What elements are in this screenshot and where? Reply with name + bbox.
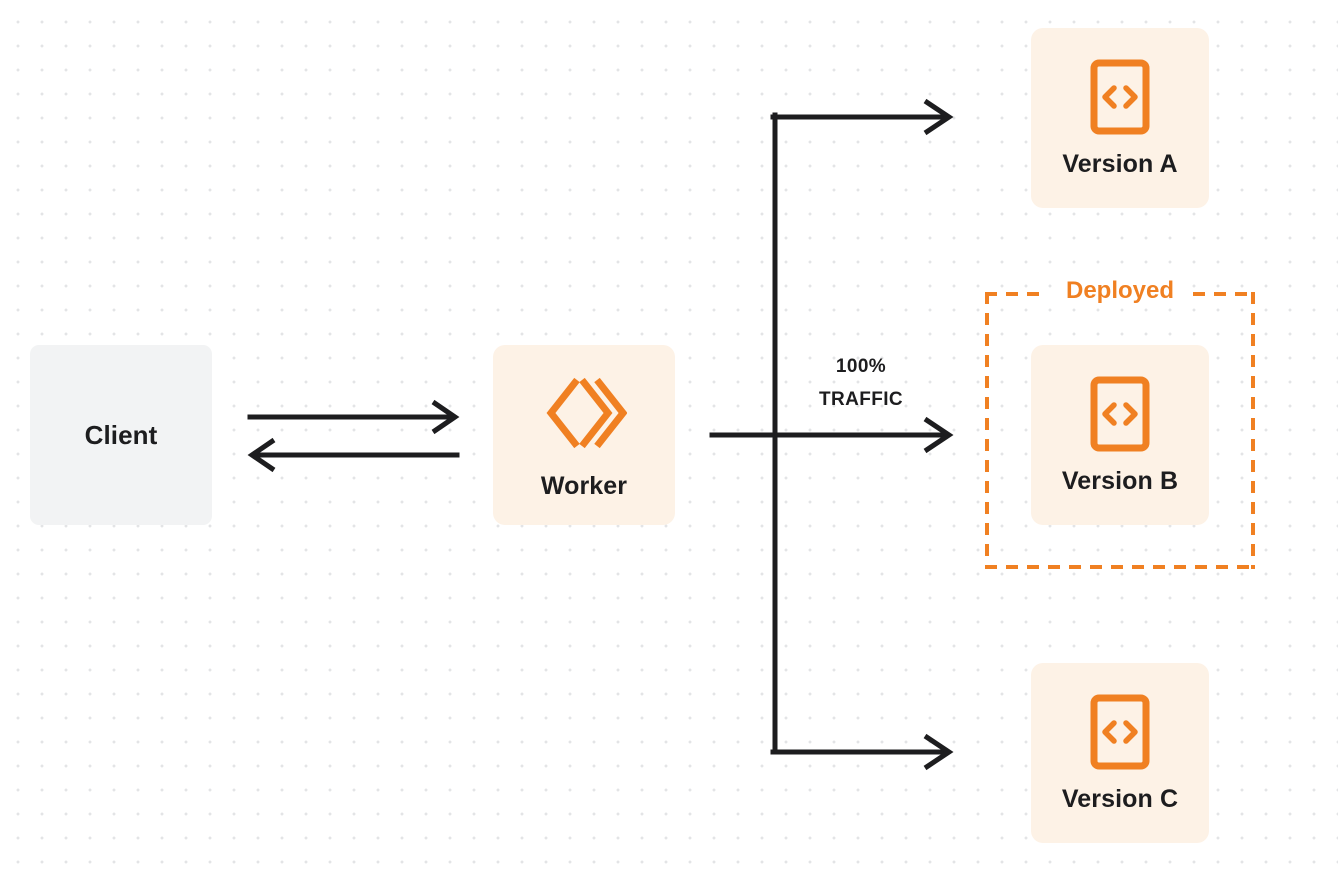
cloudflare-workers-logo-icon	[541, 370, 628, 456]
deployed-group-boundary: Deployed	[985, 277, 1255, 569]
node-version-a[interactable]: Version A	[1031, 28, 1209, 208]
arrow-to-version-b	[709, 416, 954, 454]
version-a-label: Version A	[1062, 149, 1178, 178]
node-version-c[interactable]: Version C	[1031, 663, 1209, 843]
worker-label: Worker	[540, 471, 628, 500]
version-c-label: Version C	[1061, 784, 1179, 813]
deployed-label: Deployed	[1056, 277, 1184, 306]
boundary-edge-top-right	[1193, 292, 1255, 296]
boundary-edge-bottom	[985, 565, 1255, 569]
node-version-b[interactable]: Version B	[1031, 345, 1209, 525]
client-label: Client	[84, 419, 158, 450]
code-brackets-icon	[1089, 693, 1151, 771]
version-b-label: Version B	[1061, 466, 1179, 495]
node-worker[interactable]: Worker	[493, 345, 675, 525]
code-brackets-icon	[1089, 375, 1151, 453]
node-client[interactable]: Client	[30, 345, 212, 525]
arrow-worker-to-client	[247, 437, 460, 473]
traffic-percent: 100%	[835, 356, 887, 377]
traffic-label: 100% TRAFFIC	[806, 350, 916, 417]
boundary-edge-left	[985, 292, 989, 569]
code-brackets-icon	[1089, 58, 1151, 136]
traffic-caption: TRAFFIC	[818, 389, 904, 411]
arrow-client-to-worker	[247, 399, 460, 435]
arrow-to-version-a	[770, 98, 954, 136]
boundary-edge-right	[1251, 292, 1255, 569]
boundary-edge-top-left	[985, 292, 1047, 296]
arrow-to-version-c	[770, 733, 954, 771]
